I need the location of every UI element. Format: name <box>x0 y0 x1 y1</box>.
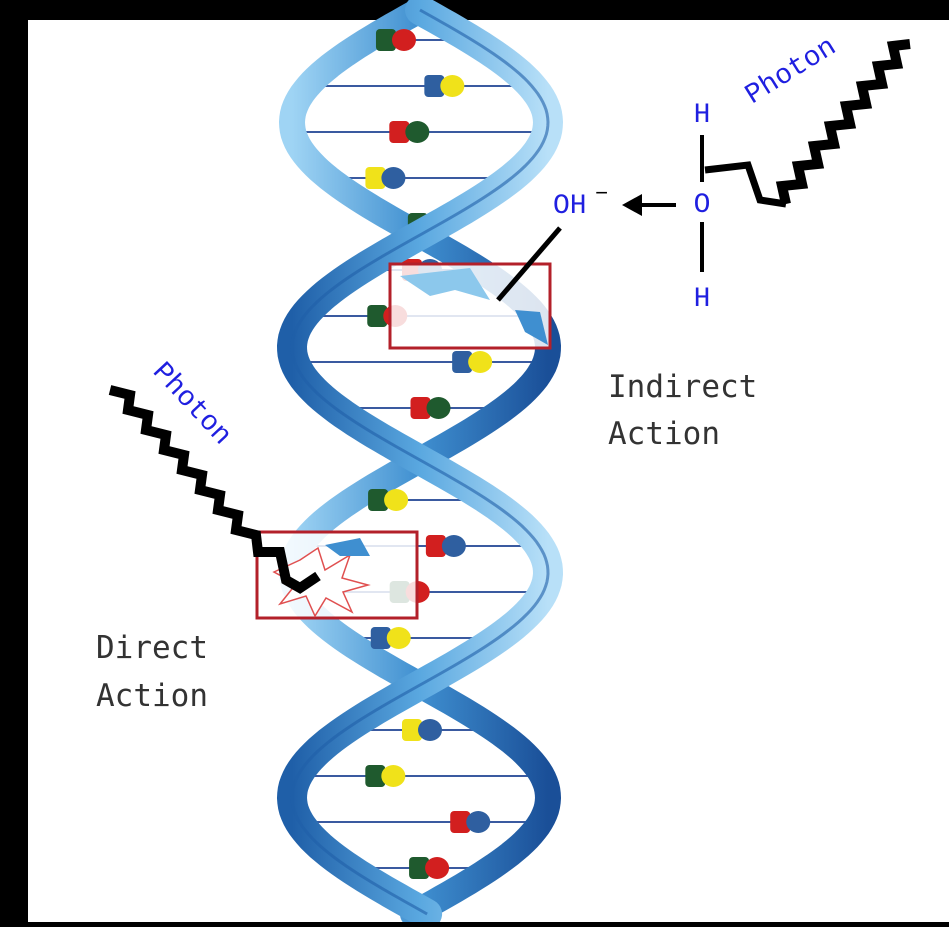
photon-wave-left <box>108 385 321 594</box>
base-pair <box>450 811 491 833</box>
base-pair <box>365 167 406 189</box>
base-pair <box>368 489 409 511</box>
water-h-bottom: H <box>694 284 711 315</box>
base-pair <box>452 351 493 373</box>
water-h-top: H <box>694 100 711 131</box>
hydroxide-label: OH <box>553 191 587 222</box>
indirect-break-fragment-2 <box>515 310 548 345</box>
photon-wave-top-tail <box>704 161 787 208</box>
base-pair <box>375 29 416 51</box>
direct-action-label-2: Action <box>96 678 208 714</box>
base-pair <box>370 627 411 649</box>
base-pair <box>402 719 442 741</box>
arrow-head-icon <box>622 194 642 216</box>
indirect-action-label-1: Indirect <box>608 369 757 405</box>
photon-wave-top <box>775 39 911 206</box>
explosion-burst <box>272 546 371 618</box>
base-pair <box>424 75 465 97</box>
direct-break-fragment <box>325 538 370 556</box>
hydroxide-attack-line <box>496 226 562 302</box>
hydroxide-charge: − <box>595 182 608 207</box>
base-pair <box>410 397 451 419</box>
indirect-break-fragment <box>400 268 490 300</box>
base-pair <box>409 857 450 879</box>
direct-action-label-1: Direct <box>96 630 208 666</box>
base-pair <box>365 765 406 787</box>
helix-front-strand-edge <box>290 8 550 916</box>
base-pair <box>389 121 430 143</box>
indirect-action-label-2: Action <box>608 416 720 452</box>
water-o: O <box>694 190 711 221</box>
base-pair <box>425 535 466 557</box>
white-panel <box>28 20 949 922</box>
